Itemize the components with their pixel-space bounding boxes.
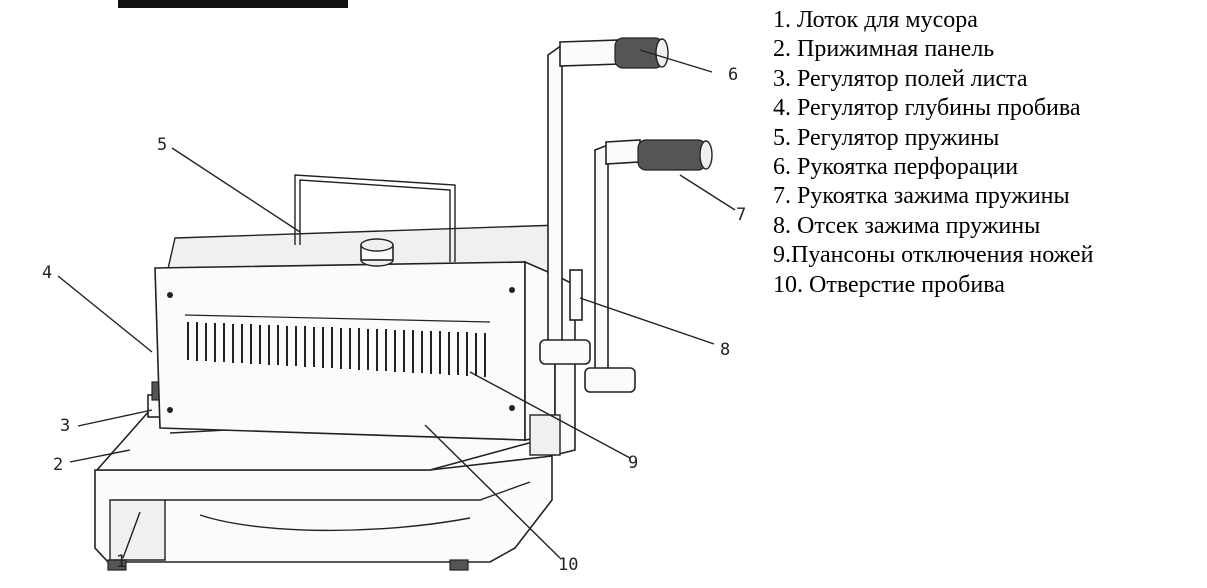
callout-5: 5 — [157, 135, 167, 155]
spring-clamp-handle — [584, 139, 713, 393]
legend-item-6: 6. Рукоятка перфорации — [773, 154, 1019, 181]
base-tray — [94, 455, 553, 571]
callout-3: 3 — [60, 416, 70, 436]
callout-10: 10 — [558, 555, 578, 575]
legend-item-9: 9.Пуансоны отключения ножей — [773, 242, 1094, 269]
callout-2: 2 — [53, 455, 63, 475]
callout-7: 7 — [736, 205, 746, 225]
callout-9: 9 — [628, 453, 638, 473]
punch-housing — [154, 224, 561, 441]
legend-item-1: 1. Лоток для мусора — [773, 7, 978, 33]
callout-4: 4 — [42, 263, 52, 283]
legend-item-4: 4. Регулятор глубины пробива — [773, 95, 1081, 122]
heading-fragment — [118, 0, 348, 8]
leader-lines — [57, 49, 736, 559]
callout-numbers: 1 2 3 4 5 6 7 8 9 10 — [42, 65, 746, 575]
punch-handle — [539, 37, 669, 365]
legend-item-5: 5. Регулятор пружины — [773, 124, 1000, 151]
parts-legend: 1. Лоток для мусора 2. Прижимная панель … — [773, 6, 1093, 300]
wire-bracket — [294, 174, 456, 262]
callout-8: 8 — [720, 340, 730, 360]
callout-6: 6 — [728, 65, 738, 85]
legend-item-3: 3. Регулятор полей листа — [773, 65, 1028, 92]
legend-item-10: 10. Отверстие пробива — [773, 271, 1005, 298]
punch-slots — [184, 314, 491, 377]
legend-item-2: 2. Прижимная панель — [773, 36, 995, 63]
legend-item-7: 7. Рукоятка зажима пружины — [773, 183, 1070, 210]
legend-item-8: 8. Отсек зажима пружины — [773, 212, 1041, 239]
spring-knob — [360, 238, 394, 267]
callout-1: 1 — [116, 552, 126, 572]
